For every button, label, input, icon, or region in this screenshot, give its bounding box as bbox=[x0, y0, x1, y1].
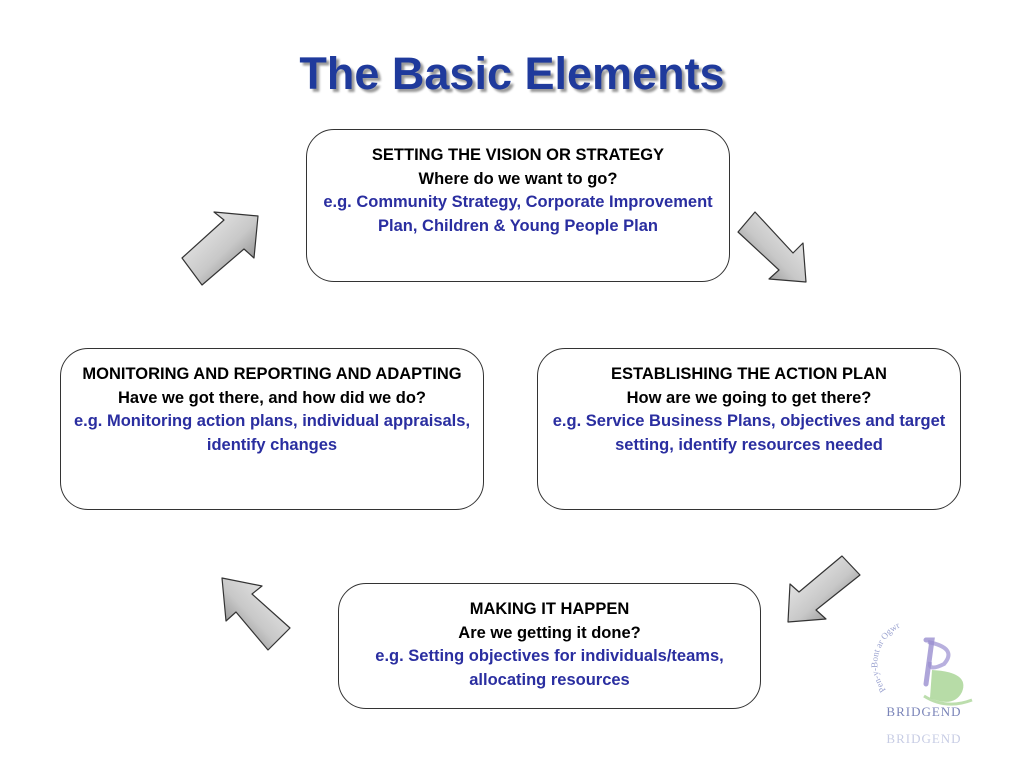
action-heading: ESTABLISHING THE ACTION PLAN bbox=[611, 365, 887, 383]
logo-name: BRIDGEND bbox=[886, 704, 961, 719]
action-plan-box: ESTABLISHING THE ACTION PLAN How are we … bbox=[537, 348, 961, 510]
vision-question: Where do we want to go? bbox=[418, 169, 618, 188]
svg-text:Pen-y-Bont ar Ogwr: Pen-y-Bont ar Ogwr bbox=[869, 620, 901, 695]
action-question: How are we going to get there? bbox=[626, 388, 872, 407]
monitoring-box: MONITORING AND REPORTING AND ADAPTING Ha… bbox=[60, 348, 484, 510]
vision-strategy-box: SETTING THE VISION OR STRATEGY Where do … bbox=[306, 129, 730, 282]
happen-example: e.g. Setting objectives for individuals/… bbox=[375, 647, 724, 689]
arrow-up-left-icon bbox=[221, 577, 291, 651]
vision-heading: SETTING THE VISION OR STRATEGY bbox=[371, 146, 665, 164]
happen-question: Are we getting it done? bbox=[458, 623, 641, 642]
logo-ring-text: Pen-y-Bont ar Ogwr bbox=[869, 620, 901, 695]
logo-reflection: BRIDGEND bbox=[886, 731, 961, 746]
arrow-down-right-icon bbox=[737, 211, 807, 283]
vision-example: e.g. Community Strategy, Corporate Impro… bbox=[323, 193, 713, 235]
arrow-down-left-icon bbox=[787, 555, 861, 623]
action-example: e.g. Service Business Plans, objectives … bbox=[552, 412, 946, 454]
arrow-up-right-icon bbox=[181, 211, 259, 286]
making-it-happen-box: MAKING IT HAPPEN Are we getting it done?… bbox=[338, 583, 761, 709]
monitoring-question: Have we got there, and how did we do? bbox=[117, 388, 427, 407]
happen-heading: MAKING IT HAPPEN bbox=[469, 600, 630, 618]
monitoring-example: e.g. Monitoring action plans, individual… bbox=[73, 412, 471, 454]
bridgend-logo: Pen-y-Bont ar Ogwr BRIDGEND BRIDGEND bbox=[869, 620, 973, 746]
slide-title: The Basic Elements bbox=[299, 48, 725, 99]
monitoring-heading: MONITORING AND REPORTING AND ADAPTING bbox=[82, 365, 462, 383]
